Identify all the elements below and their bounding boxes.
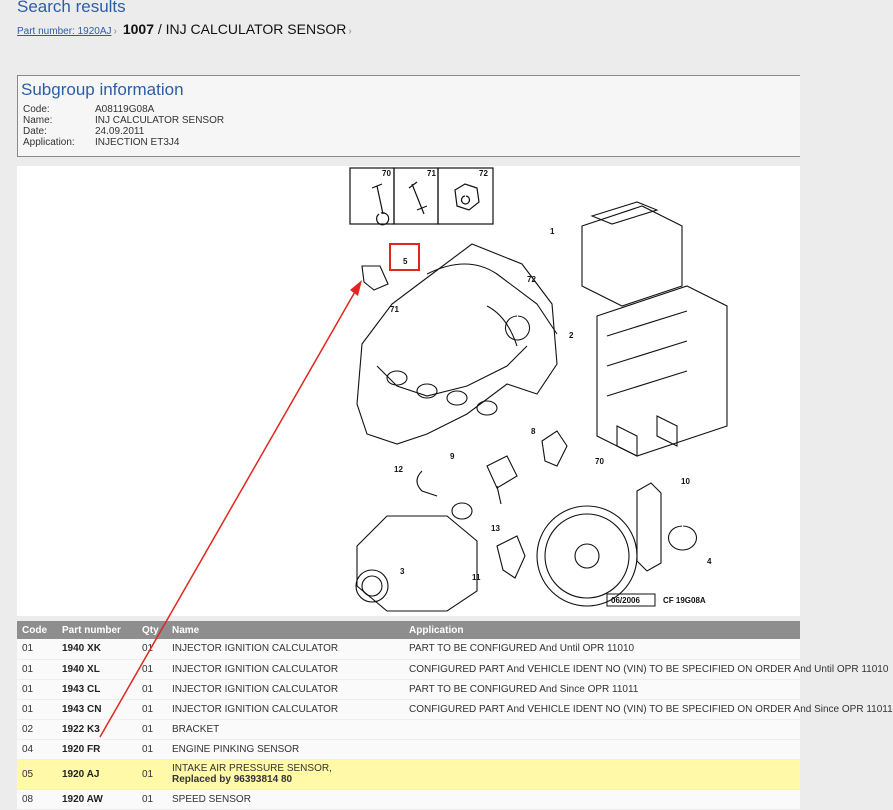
- callout-label: 72: [527, 275, 536, 284]
- callout-label: 72: [479, 169, 488, 178]
- info-row-name: Name:INJ CALCULATOR SENSOR: [23, 115, 225, 126]
- parts-table: Code Part number Qty Name Application 01…: [17, 621, 893, 810]
- callout-label: 70: [382, 169, 391, 178]
- breadcrumb-current: 1007 / INJ CALCULATOR SENSOR: [123, 21, 347, 37]
- callout-label: 10: [681, 477, 690, 486]
- callout-label: 70: [595, 457, 604, 466]
- info-row-application: Application:INJECTION ET3J4: [23, 137, 180, 148]
- ecu-calculator-drawing: [581, 201, 728, 457]
- diagram-stamp: 06/2006 CF 19G08A: [606, 593, 706, 607]
- parts-diagram[interactable]: 70 71 72 5 71 1 2 72: [17, 166, 800, 616]
- callout-label: 4: [707, 557, 712, 566]
- page-title: Search results: [17, 0, 126, 16]
- highlight-box: [389, 243, 420, 271]
- breadcrumb-separator: /: [157, 21, 162, 37]
- header-code[interactable]: Code: [17, 621, 57, 639]
- breadcrumb-part-number-link[interactable]: Part number: 1920AJ: [17, 26, 112, 37]
- subgroup-info-panel: Subgroup information Code:A08119G08A Nam…: [17, 75, 800, 157]
- callout-label: 5: [403, 257, 408, 266]
- chevron-right-icon: ›: [113, 26, 117, 37]
- chevron-right-icon: ›: [348, 26, 352, 37]
- info-row-code: Code:A08119G08A: [23, 104, 155, 115]
- header-part-number[interactable]: Part number: [57, 621, 137, 639]
- breadcrumb: Part number: 1920AJ › 1007 / INJ CALCULA…: [17, 21, 358, 37]
- header-name[interactable]: Name: [167, 621, 404, 639]
- breadcrumb-code: 1007: [122, 21, 154, 37]
- callout-label: 3: [400, 567, 405, 576]
- callout-label: 71: [390, 305, 399, 314]
- breadcrumb-name: INJ CALCULATOR SENSOR: [165, 21, 347, 37]
- callout-label: 71: [427, 169, 436, 178]
- subgroup-title: Subgroup information: [21, 80, 184, 99]
- header-application[interactable]: Application: [404, 621, 800, 639]
- header-qty[interactable]: Qty: [137, 621, 167, 639]
- callout-label: 9: [450, 452, 455, 461]
- info-row-date: Date:24.09.2011: [23, 126, 145, 137]
- sensor-parts-drawing: [355, 430, 698, 612]
- callout-label: 1: [550, 227, 555, 236]
- svg-text:CF 19G08A: CF 19G08A: [663, 596, 706, 605]
- callout-label: 2: [569, 331, 574, 340]
- callout-label: 13: [491, 524, 500, 533]
- callout-label: 8: [531, 427, 536, 436]
- svg-text:06/2006: 06/2006: [611, 596, 640, 605]
- fastener-box-group: [349, 167, 494, 226]
- intake-manifold-drawing: [356, 243, 558, 445]
- table-header-row: Code Part number Qty Name Application: [17, 621, 800, 639]
- callout-label: 12: [394, 465, 403, 474]
